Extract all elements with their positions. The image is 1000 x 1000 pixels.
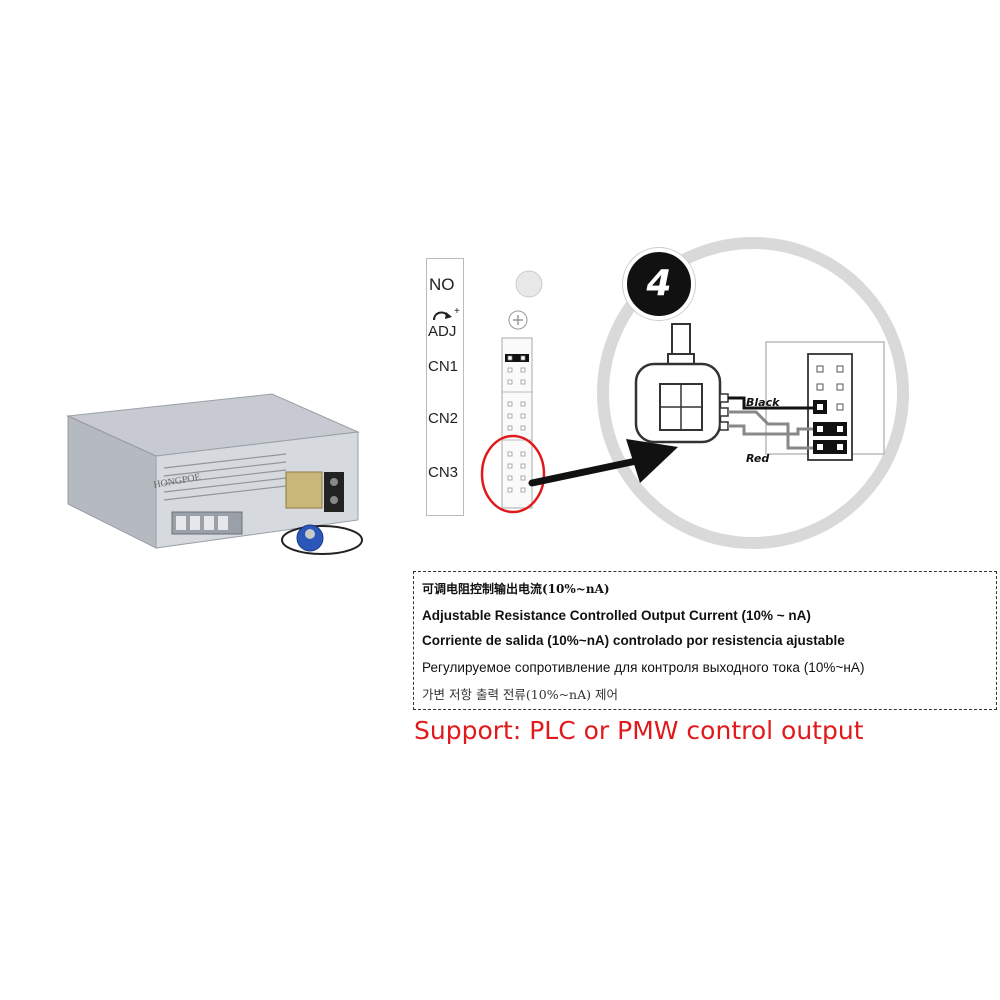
led-indicator bbox=[515, 270, 543, 298]
panel-label-strip bbox=[426, 258, 464, 516]
adj-plus: + bbox=[454, 306, 460, 317]
label-cn1: CN1 bbox=[428, 358, 459, 375]
connector-column bbox=[501, 270, 543, 509]
power-supply-illustration: HONGPOE bbox=[66, 393, 363, 555]
label-cn2: CN2 bbox=[428, 410, 459, 427]
callout-circle bbox=[597, 237, 909, 549]
jumper-block bbox=[813, 422, 847, 436]
label-no: NO bbox=[429, 275, 455, 294]
caption-spanish: Corriente de salida (10%~nA) controlado … bbox=[422, 633, 845, 648]
caption-korean: 가변 저항 출력 전류(10%~nA) 제어 bbox=[422, 687, 618, 702]
caption-english: Adjustable Resistance Controlled Output … bbox=[422, 608, 811, 623]
caption-box: 可调电阻控制输出电流(10%~nA) Adjustable Resistance… bbox=[413, 571, 997, 710]
potentiometer-wiring: Black Red bbox=[634, 323, 885, 465]
caption-chinese: 可调电阻控制输出电流(10%~nA) bbox=[422, 582, 610, 596]
cn1-jumper bbox=[505, 354, 529, 362]
red-wire bbox=[728, 410, 813, 450]
wire-red-label: Red bbox=[746, 452, 769, 465]
cn1-pins bbox=[507, 367, 526, 385]
wire-black-label: Black bbox=[746, 396, 780, 409]
support-note: Support: PLC or PMW control output bbox=[414, 716, 864, 745]
step-number: 4 bbox=[646, 263, 672, 304]
black-wire bbox=[728, 396, 813, 410]
label-adj: ADJ bbox=[428, 323, 457, 340]
cn2-pins bbox=[507, 401, 526, 431]
cn3-pins bbox=[507, 451, 526, 493]
header-body bbox=[501, 337, 533, 509]
step-badge bbox=[623, 248, 695, 320]
label-cn3: CN3 bbox=[428, 464, 459, 481]
pointer-arrow bbox=[528, 439, 678, 487]
caption-russian: Регулируемое сопротивление для контроля … bbox=[422, 660, 865, 675]
cn3-highlight-ring bbox=[480, 434, 546, 514]
rotate-cw-icon: + bbox=[433, 306, 460, 321]
